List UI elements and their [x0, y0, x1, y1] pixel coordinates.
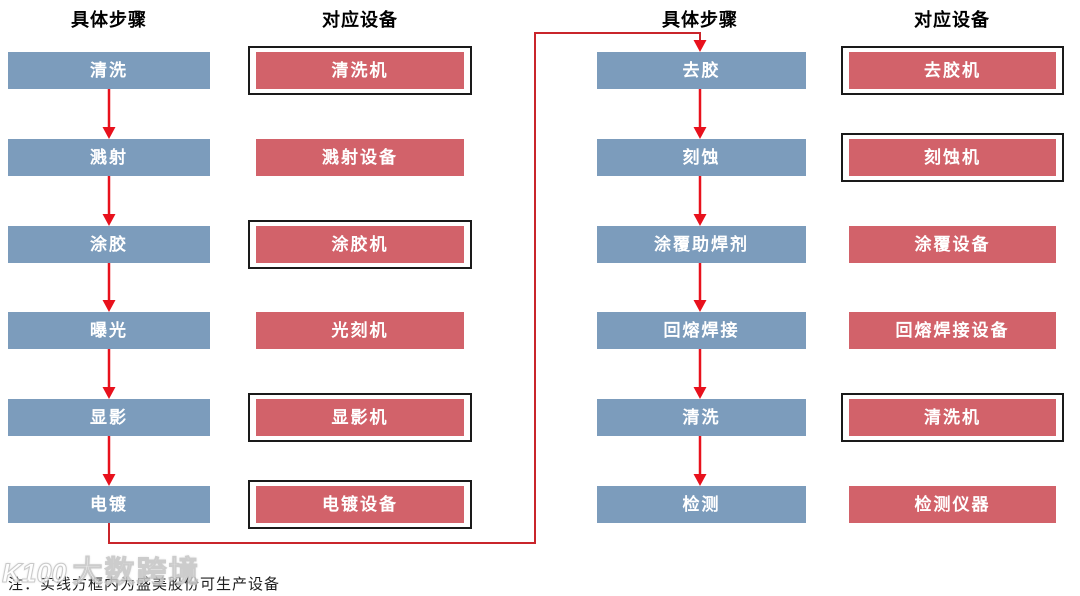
column-header-steps: 具体步骤 — [71, 10, 147, 30]
watermark-text: 大数跨境 — [72, 556, 201, 590]
equipment-box: 溅射设备 — [256, 139, 464, 176]
equipment-label: 清洗机 — [849, 399, 1056, 436]
equipment-box: 检测仪器 — [849, 486, 1056, 523]
step-box: 检测 — [597, 486, 806, 523]
equipment-box: 电镀设备 — [248, 480, 472, 529]
column-header-equipment: 对应设备 — [914, 10, 990, 30]
step-box: 清洗 — [597, 399, 806, 436]
equipment-box: 显影机 — [248, 393, 472, 442]
step-box: 电镀 — [8, 486, 210, 523]
column-header-equipment: 对应设备 — [322, 10, 398, 30]
step-box: 曝光 — [8, 312, 210, 349]
equipment-box: 清洗机 — [841, 393, 1064, 442]
step-box: 刻蚀 — [597, 139, 806, 176]
step-box: 涂覆助焊剂 — [597, 226, 806, 263]
step-box: 去胶 — [597, 52, 806, 89]
equipment-box: 回熔焊接设备 — [849, 312, 1056, 349]
equipment-label: 刻蚀机 — [849, 139, 1056, 176]
equipment-label: 显影机 — [256, 399, 464, 436]
step-box: 涂胶 — [8, 226, 210, 263]
equipment-label: 电镀设备 — [256, 486, 464, 523]
step-box: 溅射 — [8, 139, 210, 176]
equipment-label: 去胶机 — [849, 52, 1056, 89]
equipment-box: 涂覆设备 — [849, 226, 1056, 263]
equipment-label: 涂胶机 — [256, 226, 464, 263]
equipment-box: 清洗机 — [248, 46, 472, 95]
equipment-label: 清洗机 — [256, 52, 464, 89]
column-header-steps: 具体步骤 — [662, 10, 738, 30]
watermark: K100 大数跨境 — [2, 547, 201, 591]
watermark-logo-icon: K100 — [2, 558, 68, 589]
step-box: 显影 — [8, 399, 210, 436]
equipment-box: 刻蚀机 — [841, 133, 1064, 182]
equipment-box: 去胶机 — [841, 46, 1064, 95]
step-box: 回熔焊接 — [597, 312, 806, 349]
process-connector — [108, 32, 707, 544]
equipment-box: 涂胶机 — [248, 220, 472, 269]
equipment-box: 光刻机 — [256, 312, 464, 349]
step-box: 清洗 — [8, 52, 210, 89]
footnote: 注：实线方框内为盛美股份可生产设备 — [8, 577, 281, 593]
